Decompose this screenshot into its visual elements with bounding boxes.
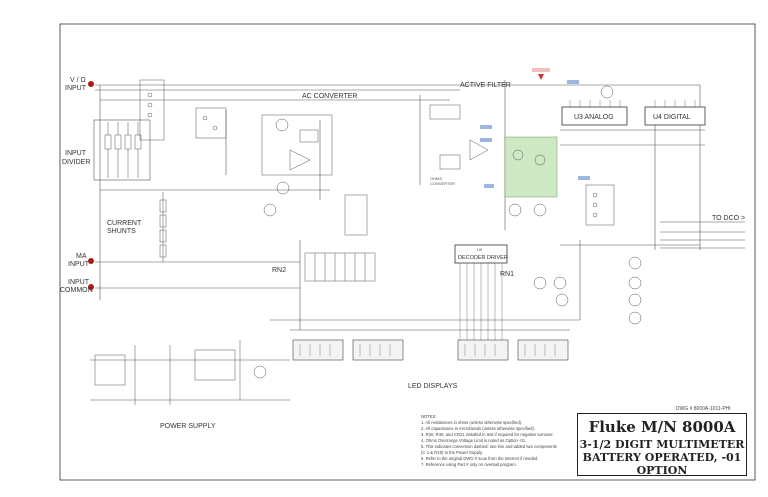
range-switch <box>139 79 615 236</box>
input-divider <box>93 119 151 181</box>
rn2-label: RN2 <box>272 267 286 274</box>
power-supply-circuit <box>94 340 267 405</box>
led-segments <box>299 344 556 356</box>
rn1-label: RN1 <box>500 271 514 278</box>
page-frame <box>59 23 756 481</box>
signal-rails <box>90 80 705 401</box>
input-divider-label-2: DIVIDER <box>62 159 90 166</box>
notes-heading: NOTES: <box>421 414 437 419</box>
to-dco-label: TO DCO > <box>712 215 745 222</box>
current-shunts-label-1: CURRENT <box>107 220 142 227</box>
current-shunts-label-2: SHUNTS <box>107 228 136 235</box>
input-divider-label-1: INPUT <box>65 150 87 157</box>
led-digits <box>292 339 569 361</box>
note-line: 3. R30, R40, and CR21 installed in test … <box>421 432 554 437</box>
u5-label: U5 <box>477 247 483 252</box>
note-line: 5. This indicates conversion dashed: see… <box>421 444 557 449</box>
decoder-driver-label: DECODER DRIVER <box>458 255 508 261</box>
vd-input-label-2: INPUT <box>65 85 87 92</box>
test-point-markers <box>532 68 550 80</box>
common-input-terminal <box>88 284 94 290</box>
filter-highlight <box>504 136 558 198</box>
title-model: Fluke M/N 8000A <box>588 418 736 436</box>
dco-output-lines <box>660 221 745 249</box>
common-input-label-1: INPUT <box>68 279 90 286</box>
note-line: 1. All resistances in ohms (unless other… <box>421 420 523 425</box>
transistors <box>263 85 642 325</box>
net-tags <box>480 80 590 188</box>
rn2-network <box>304 252 376 282</box>
ma-input-terminal <box>88 258 94 264</box>
ohms-converter-label-1: OHMS <box>430 176 442 181</box>
note-line: 4. Ohms Overrange Voltage Limit is noted… <box>421 438 527 443</box>
decoder-outputs <box>459 263 503 340</box>
ac-converter <box>261 114 333 176</box>
ac-converter-label: AC CONVERTER <box>302 93 358 100</box>
note-line: 7. Reference using Part # only on overla… <box>421 462 517 467</box>
common-input-label-2: COMMON <box>60 287 93 294</box>
active-filter-label: ACTIVE FILTER <box>460 82 511 89</box>
note-line: 2. All capacitance in microfarads (unles… <box>421 426 536 431</box>
note-line: 6. Refer to the original DWG # scan from… <box>421 456 539 461</box>
vd-input-terminal <box>88 81 94 87</box>
ma-input-label-2: INPUT <box>68 261 90 268</box>
u3-analog-label: U3 ANALOG <box>574 114 614 121</box>
title-option: BATTERY OPERATED, -01 OPTION <box>582 451 742 477</box>
vd-input-label-1: V / Ω <box>70 77 86 84</box>
note-line: (C-1 & R18) to the Power Supply. <box>421 450 483 455</box>
title-block: Fluke M/N 8000A 3-1/2 DIGIT MULTIMETER B… <box>577 413 747 477</box>
power-supply-label: POWER SUPPLY <box>160 423 216 430</box>
ma-input-label-1: MA <box>76 253 87 260</box>
drawing-number: DWG # 8000A-1011-PHI <box>676 406 731 412</box>
ohms-converter-label-2: CONVERTER <box>430 181 455 186</box>
ic-pins <box>569 100 696 107</box>
title-description: 3-1/2 DIGIT MULTIMETER <box>579 438 745 451</box>
u3-analog-chip <box>561 106 628 126</box>
u4-digital-label: U4 DIGITAL <box>653 114 691 121</box>
current-shunts <box>159 192 167 262</box>
active-filter <box>429 104 546 170</box>
led-displays-label: LED DISPLAYS <box>408 383 458 390</box>
notes-block: NOTES: 1. All resistances in ohms (unles… <box>421 414 571 468</box>
